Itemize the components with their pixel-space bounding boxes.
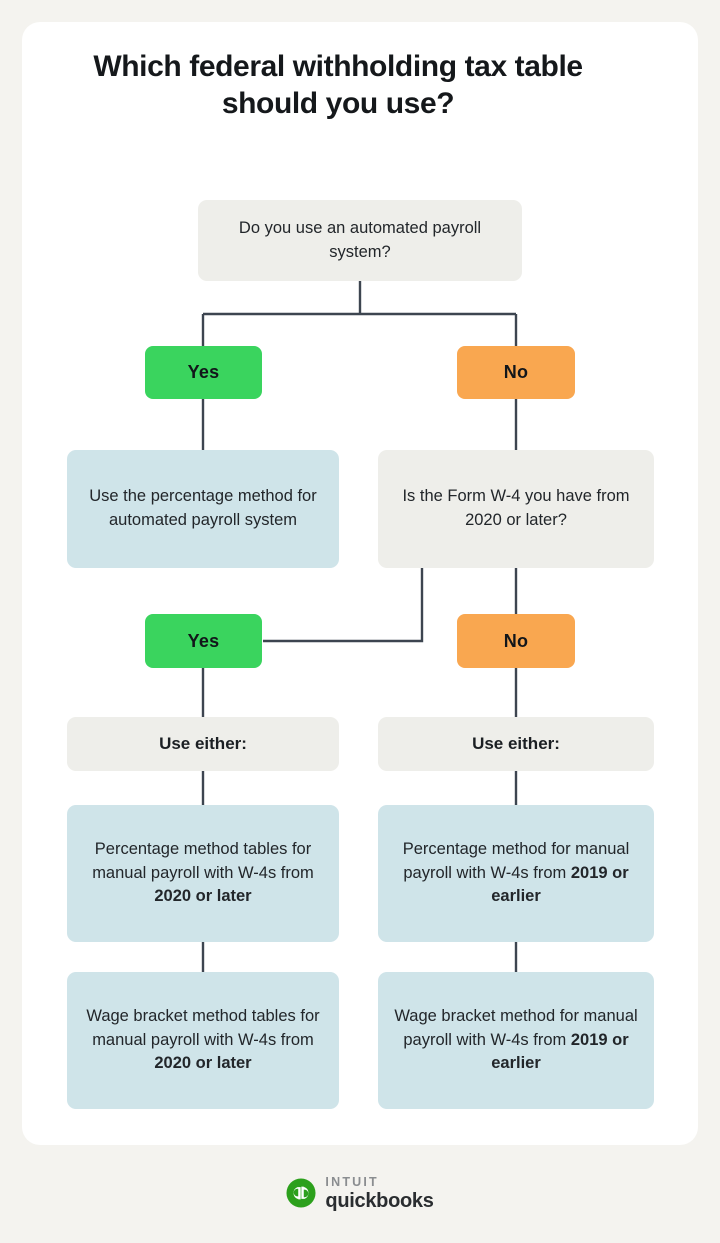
sub-no-pill[interactable]: No bbox=[457, 614, 575, 668]
branch-yes-label: Yes bbox=[187, 362, 220, 382]
outcome-right-wage-bracket: Wage bracket method for manual payroll w… bbox=[378, 972, 654, 1109]
w4-question-text: Is the Form W-4 you have from 2020 or la… bbox=[402, 487, 630, 529]
logo-quickbooks-text: quickbooks bbox=[325, 1189, 434, 1212]
outcome-left-wage-bracket-text: Wage bracket method tables for manual pa… bbox=[86, 1006, 320, 1073]
outcome-right-percentage: Percentage method for manual payroll wit… bbox=[378, 805, 654, 942]
branch-no-label: No bbox=[503, 362, 529, 382]
outcome-left-percentage-text: Percentage method tables for manual payr… bbox=[92, 839, 314, 906]
quickbooks-qb-circle-icon bbox=[286, 1178, 316, 1208]
root-question-text: Do you use an automated payroll system? bbox=[238, 218, 482, 261]
branch-no-pill[interactable]: No bbox=[457, 346, 575, 399]
root-question-box: Do you use an automated payroll system? bbox=[198, 200, 522, 281]
yes-result-box: Use the percentage method for automated … bbox=[67, 450, 339, 568]
use-either-label-right: Use either: bbox=[472, 733, 560, 753]
logo-intuit-text: INTUIT bbox=[325, 1175, 379, 1189]
outcome-left-wage-bracket: Wage bracket method tables for manual pa… bbox=[67, 972, 339, 1109]
outcome-right-wage-bracket-text: Wage bracket method for manual payroll w… bbox=[394, 1006, 638, 1073]
use-either-label-left: Use either: bbox=[159, 733, 247, 753]
sub-no-label: No bbox=[503, 630, 529, 651]
use-either-header-left: Use either: bbox=[67, 717, 339, 771]
logo-wordmark: INTUIT quickbooks bbox=[325, 1176, 433, 1211]
page-title: Which federal withholding tax table shou… bbox=[93, 50, 583, 121]
sub-yes-pill[interactable]: Yes bbox=[145, 614, 262, 668]
branch-yes-pill[interactable]: Yes bbox=[145, 346, 262, 399]
w4-question-box: Is the Form W-4 you have from 2020 or la… bbox=[378, 450, 654, 568]
sub-yes-label: Yes bbox=[187, 630, 220, 651]
outcome-right-percentage-text: Percentage method for manual payroll wit… bbox=[402, 839, 630, 906]
yes-result-text: Use the percentage method for automated … bbox=[89, 487, 317, 529]
use-either-header-right: Use either: bbox=[378, 717, 654, 771]
quickbooks-logo: INTUIT quickbooks bbox=[0, 1176, 720, 1211]
outcome-left-percentage: Percentage method tables for manual payr… bbox=[67, 805, 339, 942]
